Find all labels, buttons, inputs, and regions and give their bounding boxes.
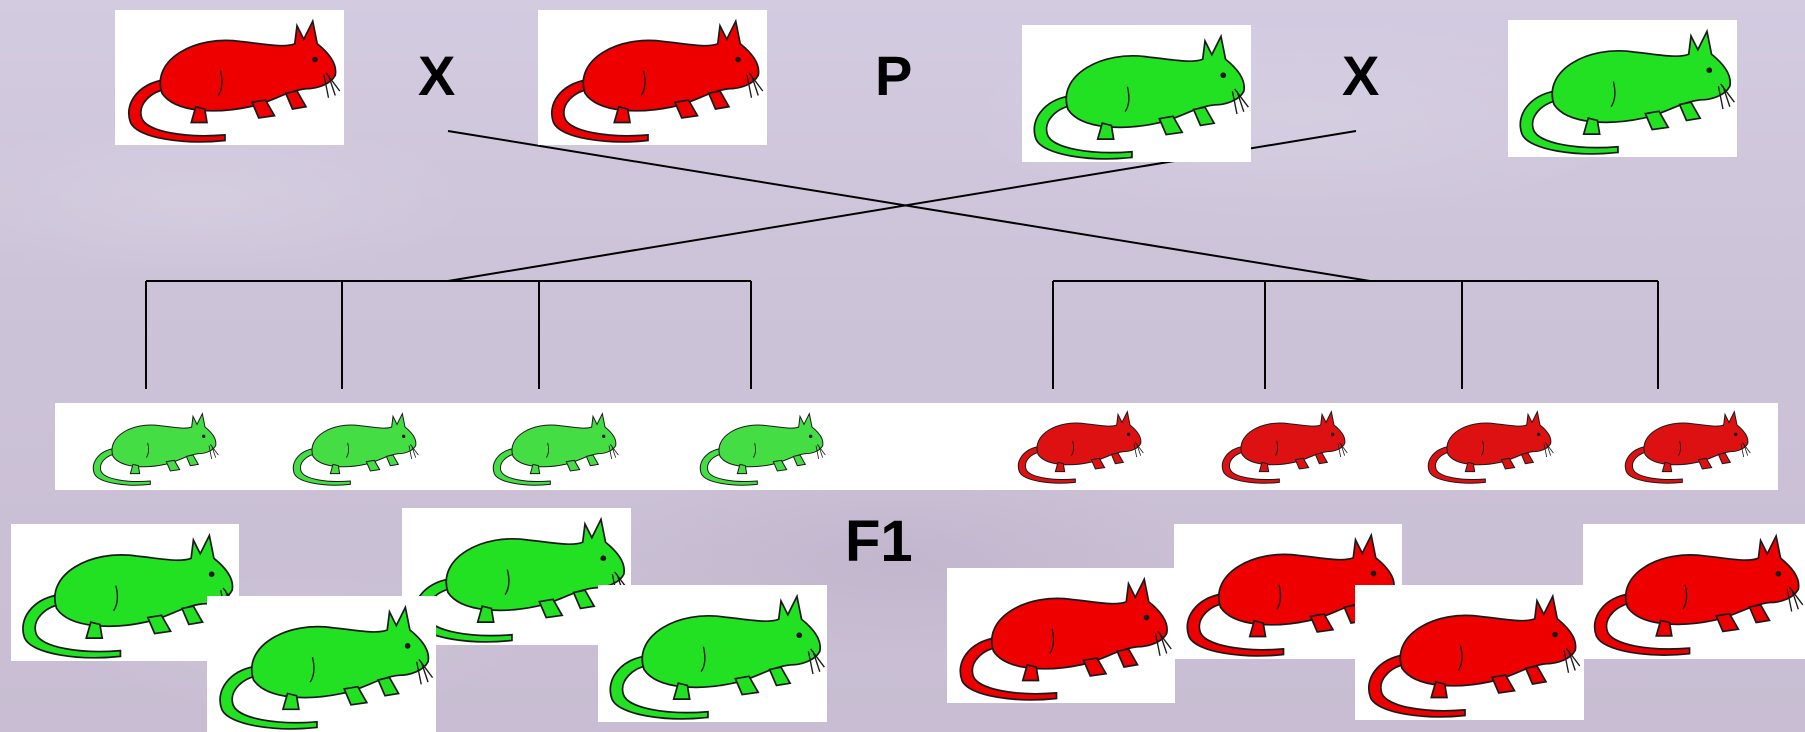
cross-symbol-2: X: [1342, 44, 1380, 107]
f1-green-3: [402, 508, 631, 645]
rat-icon: [947, 568, 1175, 703]
rat-icon: [402, 508, 631, 645]
offspring-bracket-right: [1052, 280, 1659, 389]
offspring-bracket-left: [145, 280, 752, 389]
rat-icon: [207, 596, 436, 732]
rat-icon: [1355, 585, 1584, 720]
rat-icon: [73, 407, 233, 487]
f1-red-1: [947, 568, 1175, 703]
cross-symbol-1: X: [418, 44, 456, 107]
rat-icon: [1003, 405, 1153, 485]
generation-label-p: P: [875, 44, 913, 107]
parent-green-2: [1508, 20, 1737, 157]
rat-icon: [1022, 25, 1251, 162]
generation-label-f1: F1: [845, 509, 913, 574]
offspring-strip: [55, 403, 1778, 490]
parent-red-2: [538, 10, 767, 145]
parent-green-1: [1022, 25, 1251, 162]
rat-icon: [1610, 405, 1760, 485]
rat-icon: [538, 10, 767, 145]
rat-icon: [1583, 524, 1805, 659]
rat-icon: [11, 524, 239, 661]
rat-icon: [115, 10, 344, 145]
parent-red-1: [115, 10, 344, 145]
rat-icon: [1207, 405, 1357, 485]
rat-icon: [598, 585, 827, 722]
f1-red-4: [1583, 524, 1805, 659]
f1-green-1: [11, 524, 239, 661]
rat-icon: [473, 407, 633, 487]
cross-line-1: [447, 130, 1371, 282]
rat-icon: [1413, 405, 1563, 485]
rat-icon: [1508, 20, 1737, 157]
f1-green-2: [207, 596, 436, 732]
f1-red-3: [1355, 585, 1584, 720]
rat-icon: [680, 407, 840, 487]
rat-icon: [273, 407, 433, 487]
f1-green-4: [598, 585, 827, 722]
